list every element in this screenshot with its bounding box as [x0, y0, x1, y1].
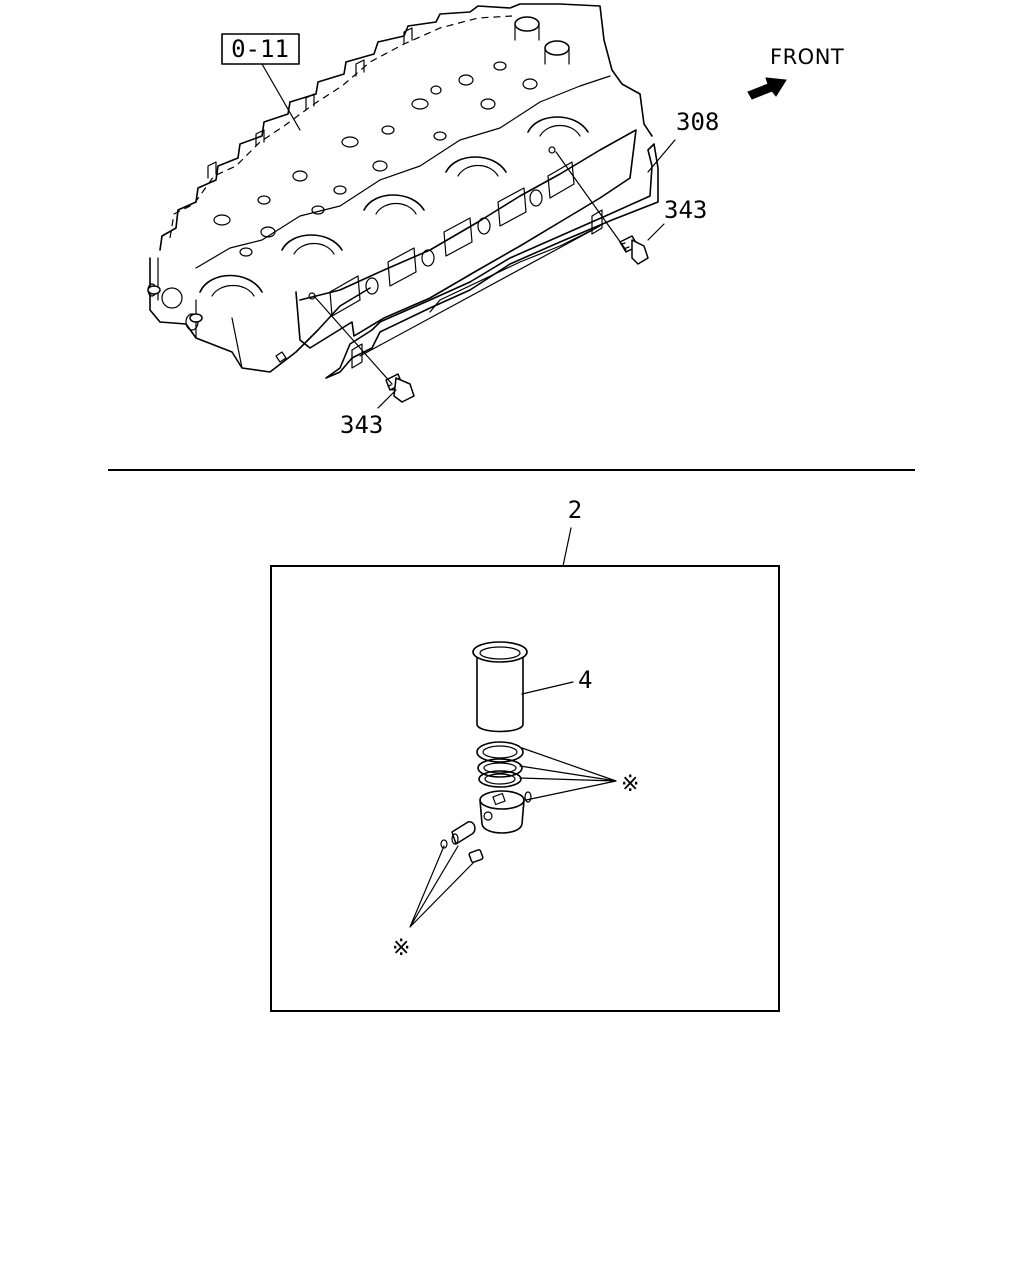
- piston-pin: [440, 821, 484, 863]
- bolt-upper: 343: [548, 146, 707, 265]
- kit-leader: [562, 527, 572, 567]
- rear-tabs: [207, 27, 413, 179]
- head-inner-wall: [195, 75, 611, 269]
- cylinder-liner: 4: [472, 641, 592, 733]
- bolt-lower-leader-line: [313, 295, 393, 385]
- bolt-upper-leader: [647, 223, 665, 241]
- liner-label: 4: [578, 666, 592, 694]
- reference-box: 0-11: [221, 33, 301, 131]
- mark-right: ※: [621, 772, 639, 797]
- heat-cover-outline: [325, 143, 659, 379]
- front-port: [161, 287, 183, 309]
- mark-left: ※: [392, 936, 410, 961]
- bolt-upper-head: [631, 239, 649, 265]
- drain-plug: [275, 351, 287, 363]
- cover-label: 308: [676, 108, 719, 136]
- piston: [479, 790, 532, 834]
- arrow-icon: [747, 77, 787, 100]
- deck-holes: [213, 61, 538, 257]
- head-front-face: [149, 257, 371, 373]
- cover-leader: [647, 139, 676, 173]
- piston-kit-view: 2 4: [270, 496, 780, 1012]
- kit-frame: [270, 565, 780, 1012]
- heat-cover-ribs: [359, 225, 601, 357]
- pin-clip-right: [524, 791, 532, 803]
- cylinder-head: [147, 3, 653, 373]
- head-top-edge: [159, 3, 653, 251]
- bolt-lower: 343: [308, 292, 415, 439]
- mark-left-group: ※: [392, 845, 475, 961]
- kit-label: 2: [568, 496, 582, 524]
- liner-leader: [521, 681, 574, 695]
- cam-saddles: [199, 116, 589, 293]
- head-side-face: [295, 129, 637, 349]
- front-label: FRONT: [770, 45, 844, 69]
- piston-rings: [476, 741, 524, 788]
- bolt-lower-label: 343: [340, 411, 383, 439]
- cam-saddles-inner: [211, 124, 581, 297]
- pin-clip-left: [440, 839, 448, 849]
- exhaust-ports: [329, 161, 575, 317]
- pin-bushing: [468, 849, 484, 863]
- heat-cover: 308: [325, 108, 719, 379]
- head-hidden-edge: [169, 15, 513, 239]
- cylinder-head-view: 0-11 FRONT: [147, 3, 844, 439]
- front-indicator: FRONT: [747, 45, 844, 100]
- head-bosses: [147, 16, 570, 323]
- reference-box-frame: [221, 33, 300, 65]
- reference-leader: [261, 63, 301, 131]
- reference-box-label: 0-11: [231, 35, 289, 63]
- bolt-lower-leader: [377, 389, 397, 409]
- mark-right-group: ※: [519, 747, 639, 801]
- bolt-upper-label: 343: [664, 196, 707, 224]
- bolt-upper-leader-line: [555, 151, 627, 251]
- bolt-lower-head: [393, 377, 415, 403]
